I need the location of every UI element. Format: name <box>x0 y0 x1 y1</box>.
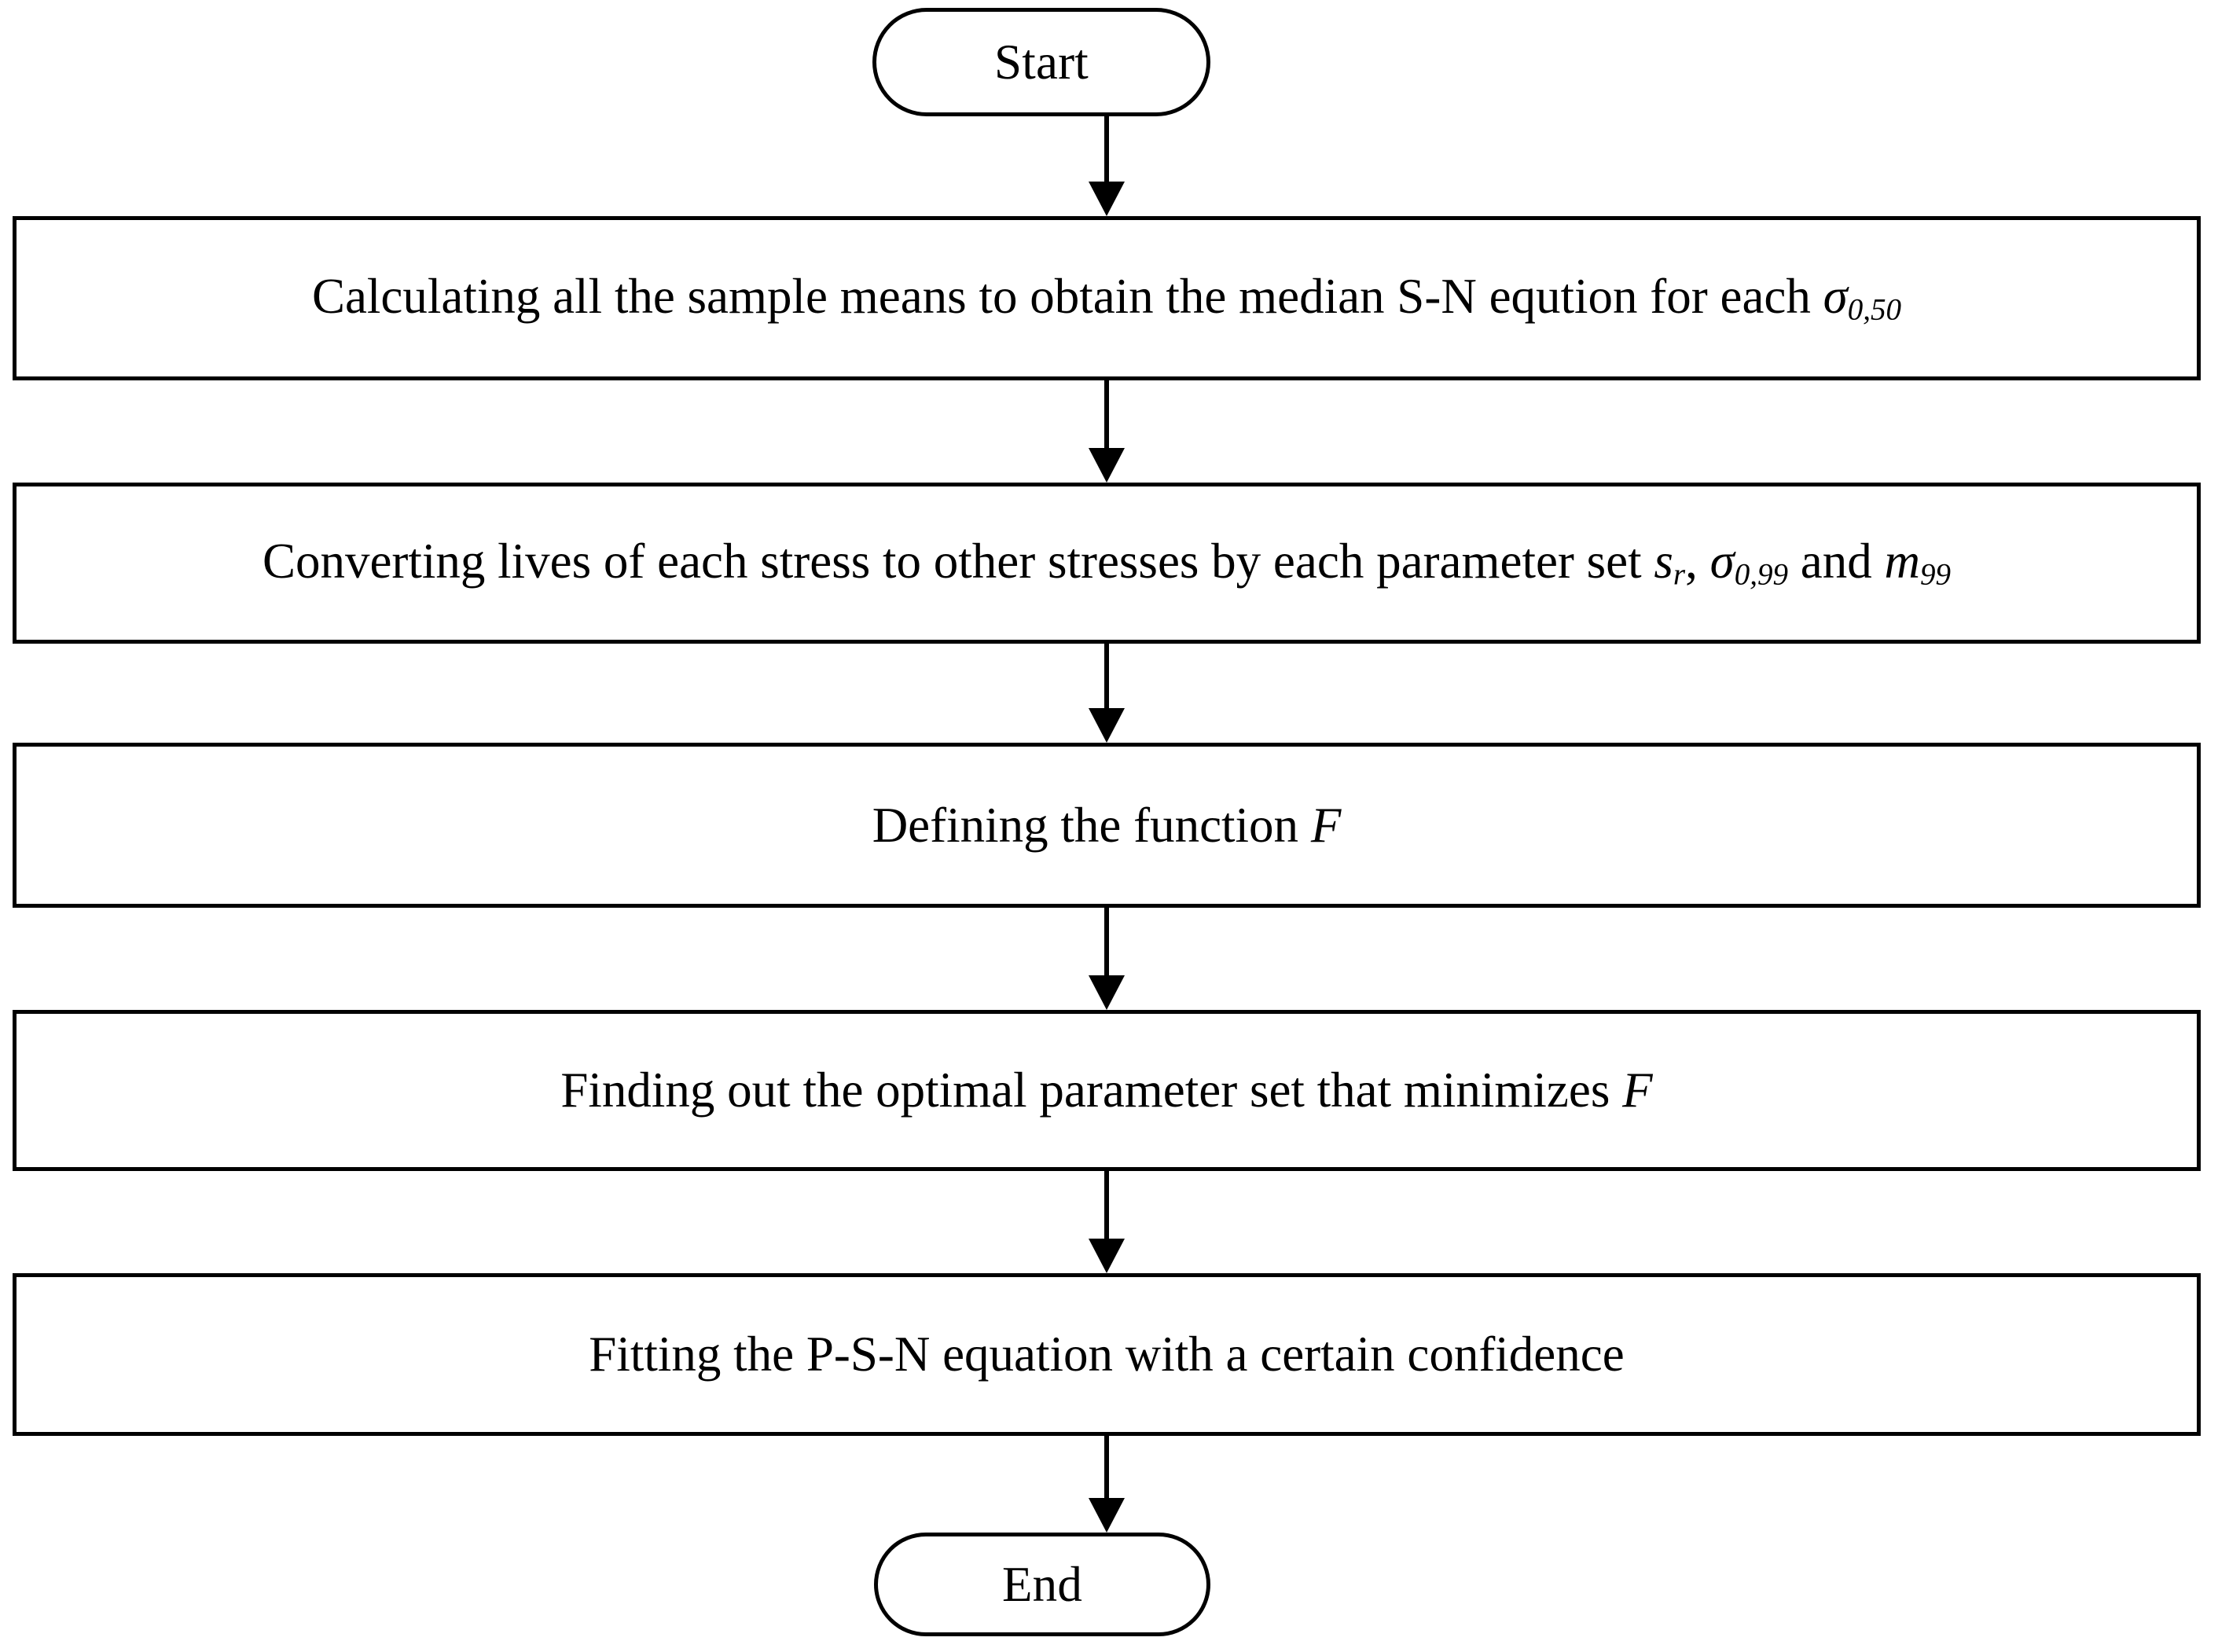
node-step3-label: Defining the function F <box>872 797 1342 854</box>
edge-step5-to-end <box>1089 1436 1125 1533</box>
node-step2-subscript-2: 0,99 <box>1734 557 1789 592</box>
edge-shaft <box>1104 644 1109 713</box>
node-step1[interactable]: Calculating all the sample means to obta… <box>13 216 2201 380</box>
node-step2-subscript-3: 99 <box>1920 557 1952 592</box>
node-step2-symbol-1: s <box>1654 534 1673 589</box>
edge-arrowhead <box>1089 708 1125 743</box>
edge-arrowhead <box>1089 975 1125 1010</box>
node-step4-symbol: F <box>1622 1063 1653 1118</box>
node-step2-symbol-2: σ <box>1709 534 1735 589</box>
edge-step2-to-step3 <box>1089 644 1125 743</box>
edge-step1-to-step2 <box>1089 380 1125 483</box>
edge-step4-to-step5 <box>1089 1171 1125 1273</box>
edge-shaft <box>1104 116 1109 187</box>
edge-arrowhead <box>1089 1239 1125 1273</box>
node-step1-text: Calculating all the sample means to obta… <box>311 269 1823 325</box>
node-end-label: End <box>1001 1556 1083 1612</box>
edge-arrowhead <box>1089 182 1125 216</box>
node-step3-symbol: F <box>1310 797 1342 853</box>
node-step1-label: Calculating all the sample means to obta… <box>312 268 1901 329</box>
node-start[interactable]: Start <box>872 8 1210 116</box>
node-step4-label: Finding out the optimal parameter set th… <box>560 1062 1652 1118</box>
node-end[interactable]: End <box>874 1533 1210 1636</box>
node-step2-label: Converting lives of each stress to other… <box>263 533 1951 593</box>
node-step2-symbol-3: m <box>1884 534 1921 589</box>
node-step2-separator-2: and <box>1788 534 1885 589</box>
node-step4-text: Finding out the optimal parameter set th… <box>560 1063 1623 1118</box>
node-step1-symbol: σ <box>1823 269 1848 325</box>
edge-shaft <box>1104 1436 1109 1503</box>
edge-arrowhead <box>1089 448 1125 483</box>
edge-shaft <box>1104 380 1109 453</box>
edge-step3-to-step4 <box>1089 908 1125 1010</box>
node-step4[interactable]: Finding out the optimal parameter set th… <box>13 1010 2201 1171</box>
node-start-label: Start <box>994 34 1089 90</box>
edge-start-to-step1 <box>1089 116 1125 216</box>
node-step3[interactable]: Defining the function F <box>13 743 2201 908</box>
node-step3-text: Defining the function <box>872 797 1311 853</box>
edge-shaft <box>1104 908 1109 980</box>
node-step2-text: Converting lives of each stress to other… <box>262 534 1654 589</box>
node-step5-label: Fitting the P-S-N equation with a certai… <box>589 1327 1625 1382</box>
node-step5[interactable]: Fitting the P-S-N equation with a certai… <box>13 1273 2201 1436</box>
node-step2[interactable]: Converting lives of each stress to other… <box>13 483 2201 644</box>
node-step2-separator-1: , <box>1685 534 1710 589</box>
edge-arrowhead <box>1089 1498 1125 1533</box>
node-step1-subscript: 0,50 <box>1847 292 1902 327</box>
edge-shaft <box>1104 1171 1109 1243</box>
node-step2-subscript-1: r <box>1673 557 1686 592</box>
